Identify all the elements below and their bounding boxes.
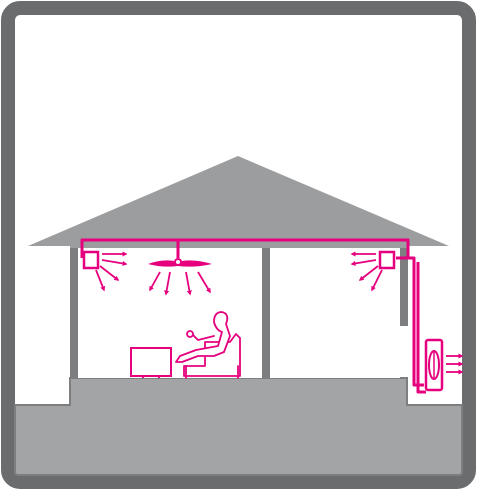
ground: [14, 377, 463, 476]
refrigerant-piping: [80, 238, 426, 394]
ac-indoor-unit-icon: [82, 250, 128, 292]
ac-outdoor-unit-icon: [424, 338, 464, 392]
tv-icon: [130, 347, 172, 378]
roof-underside: [70, 175, 406, 246]
ceiling: [70, 242, 408, 248]
right-wall: [400, 246, 408, 326]
ceiling-fan-icon: [148, 258, 212, 296]
right-room: [270, 246, 400, 378]
left-wall: [70, 246, 78, 378]
ac-indoor-unit-icon: [350, 250, 396, 292]
partition-wall: [262, 246, 270, 378]
seated-person-icon: [175, 311, 241, 379]
